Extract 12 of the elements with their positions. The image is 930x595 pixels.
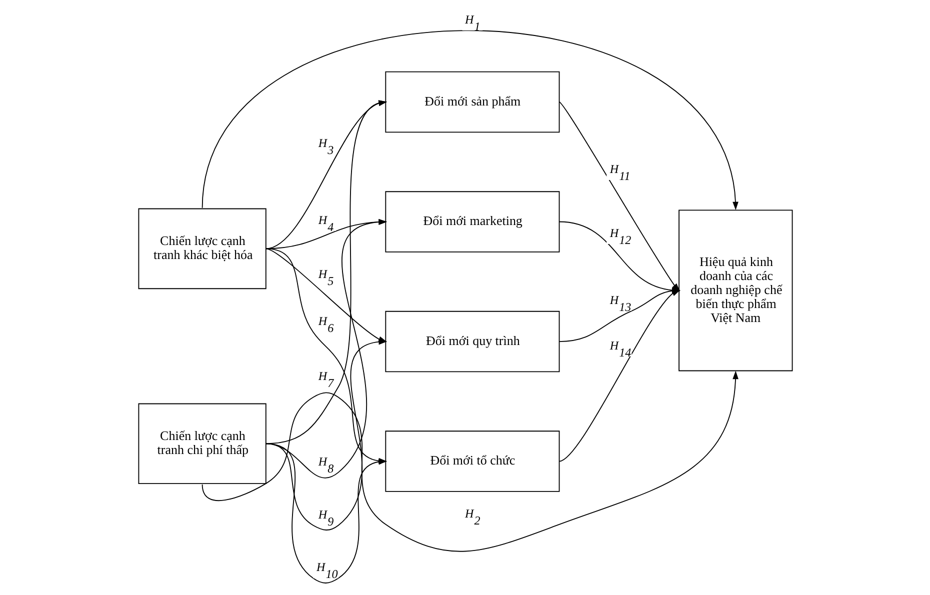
- node-box: Đổi mới tổ chức: [384, 430, 560, 492]
- arrow: [201, 370, 738, 552]
- arrow: [558, 290, 680, 462]
- arrow: [201, 30, 738, 210]
- node-box: Hiệu quả kinh doanh của các doanh nghiệp chế biến thực phẩm Việt Nam: [678, 210, 792, 372]
- node-box: Chiến lược cạnh tranh khác biệt hóa: [138, 208, 266, 290]
- node-box: Đổi mới quy trình: [384, 310, 560, 372]
- node-box: Đổi mới marketing: [384, 191, 560, 252]
- node-box: Chiến lược cạnh tranh chi phí thấp: [138, 403, 266, 484]
- arrow: [264, 100, 387, 250]
- arrow: [264, 218, 387, 250]
- node-box: Đổi mới sản phẩm: [384, 71, 560, 133]
